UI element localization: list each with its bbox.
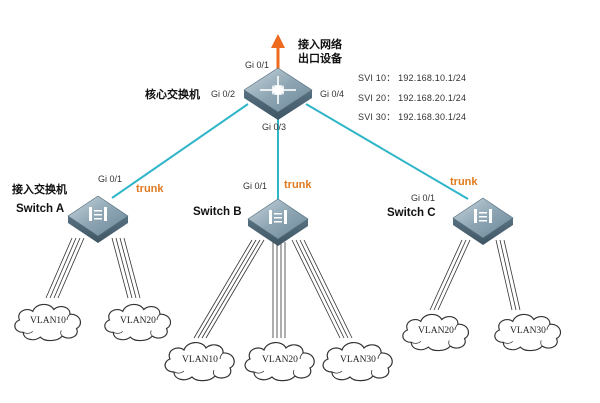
trunk-links [111,103,469,200]
svi-ip: 192.168.10.1/24 [398,73,467,83]
uplink-label-line2: 出口设备 [298,52,342,65]
link-core-to-switch-a [111,103,249,199]
access-lines-switch-a [45,237,141,299]
core-port-gi04: Gi 0/4 [320,89,345,99]
svi-list: SVI 10： 192.168.10.1/24 SVI 20： 192.168.… [358,69,466,128]
svi-ip: 192.168.30.1/24 [398,112,467,122]
core-switch-label: 核心交换机 [145,88,200,101]
switch-c-icon[interactable] [452,197,514,245]
uplink-label-line1: 接入网络 [298,38,342,51]
core-switch-icon[interactable] [243,67,313,120]
switch-b-icon[interactable] [247,198,309,246]
svi-row: SVI 20： 192.168.20.1/24 [358,89,466,109]
svi-name: SVI 10： [358,73,396,83]
svi-ip: 192.168.20.1/24 [398,92,467,103]
switch-b-name: Switch B [193,206,242,218]
switch-c-trunk-label: trunk [450,176,478,188]
vlan-label: VLAN10 [182,355,218,365]
switch-b-port: Gi 0/1 [243,181,268,191]
access-lines-switch-b [193,239,353,339]
switch-c-port: Gi 0/1 [411,193,436,203]
access-lines-switch-c [429,239,521,311]
router-arrows-icon [260,76,296,104]
uplink-arrow-icon [271,34,285,70]
switch-a-icon[interactable] [67,195,129,243]
svi-name: SVI 20： [358,92,396,103]
switch-ports-icon [89,207,107,221]
vlan-label: VLAN20 [262,355,298,365]
switch-c-name: Switch C [387,207,436,219]
svi-name: SVI 30： [358,112,396,122]
switch-ports-icon [269,210,287,224]
switch-a-port: Gi 0/1 [98,174,123,184]
svi-row: SVI 10： 192.168.10.1/24 [358,69,466,89]
vlan-label: VLAN30 [340,355,376,365]
uplink-label: 接入网络 出口设备 [298,38,342,66]
vlan-label: VLAN20 [418,326,454,336]
switch-ports-icon [474,209,492,223]
access-switch-label: 接入交换机 [12,183,67,196]
svi-row: SVI 30： 192.168.30.1/24 [358,108,466,128]
vlan-label: VLAN10 [30,316,66,326]
core-port-gi01: Gi 0/1 [245,60,270,70]
switch-a-trunk-label: trunk [136,183,164,195]
vlan-label: VLAN20 [120,316,156,326]
core-port-gi02: Gi 0/2 [211,89,236,99]
core-port-gi03: Gi 0/3 [262,122,287,132]
vlan-label: VLAN30 [510,326,546,336]
switch-b-trunk-label: trunk [284,179,312,191]
link-core-to-switch-c [305,103,469,200]
switch-a-name: Switch A [16,203,65,215]
